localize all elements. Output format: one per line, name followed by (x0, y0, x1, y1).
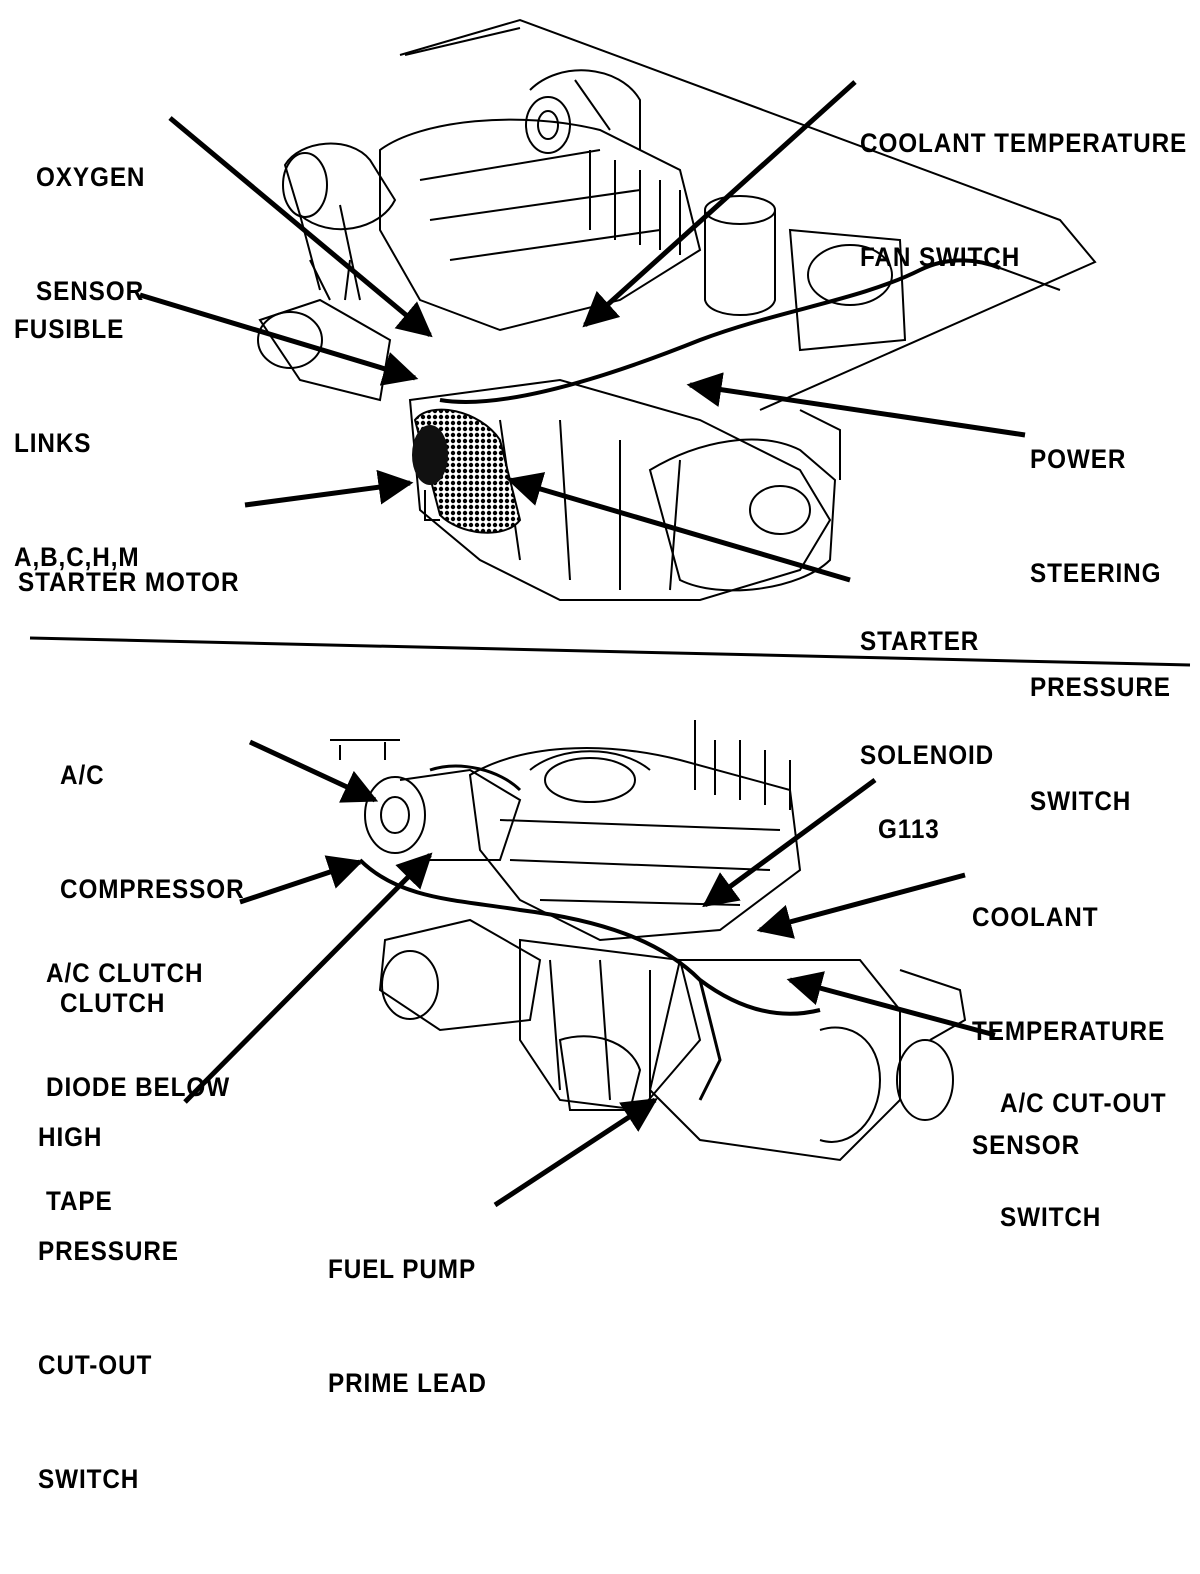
label-ac-clutch-diode: A/C CLUTCH DIODE BELOW TAPE (46, 878, 230, 1296)
label-line: COOLANT (972, 902, 1099, 932)
label-line: OXYGEN (36, 162, 146, 192)
label-line: LINKS (14, 428, 92, 458)
label-fuel-pump-prime-lead: FUEL PUMP PRIME LEAD (328, 1174, 487, 1478)
label-line: TEMPERATURE (972, 1016, 1166, 1046)
label-line: FUSIBLE (14, 314, 125, 344)
label-line: TAPE (46, 1186, 113, 1216)
label-line: CUT-OUT (38, 1350, 153, 1380)
label-line: COMPRESSOR (60, 874, 245, 904)
label-ac-cut-out-switch: A/C CUT-OUT SWITCH (1000, 1008, 1166, 1312)
label-line: A/C (60, 760, 105, 790)
label-line: SWITCH (1030, 786, 1132, 816)
bottom-leader-lines (183, 739, 996, 1208)
label-fusible-links: FUSIBLE LINKS A,B,C,H,M (14, 234, 140, 652)
label-g113: G113 (878, 734, 940, 924)
label-ac-compressor-clutch: A/C COMPRESSOR CLUTCH (60, 680, 245, 1098)
label-line: CLUTCH (60, 988, 166, 1018)
label-line: DIODE BELOW (46, 1072, 231, 1102)
label-line: A/C CUT-OUT (1000, 1088, 1167, 1118)
label-high-pressure-cut-out-switch: HIGH PRESSURE CUT-OUT SWITCH (38, 1042, 179, 1574)
label-oxygen-sensor: OXYGEN SENSOR (36, 82, 145, 386)
label-line: SENSOR (972, 1130, 1081, 1160)
label-line: G113 (878, 814, 940, 844)
label-coolant-temperature-sensor: COOLANT TEMPERATURE SENSOR (972, 822, 1165, 1240)
label-line: STEERING (1030, 558, 1162, 588)
label-starter-motor: STARTER MOTOR (18, 487, 239, 677)
label-line: SWITCH (38, 1464, 140, 1494)
label-line: SWITCH (1000, 1202, 1102, 1232)
label-line: SOLENOID (860, 740, 995, 770)
starter-motor-shape (412, 408, 522, 534)
top-leader-lines (139, 80, 1026, 583)
label-line: FUEL PUMP (328, 1254, 477, 1284)
label-line: HIGH (38, 1122, 103, 1152)
label-line: SENSOR (36, 276, 145, 306)
label-line: COOLANT TEMPERATURE (860, 128, 1188, 158)
label-coolant-temperature-fan-switch: COOLANT TEMPERATURE FAN SWITCH (860, 48, 1187, 352)
panel-divider (29, 636, 1191, 667)
label-line: FAN SWITCH (860, 242, 1021, 272)
label-line: PRIME LEAD (328, 1368, 487, 1398)
label-line: PRESSURE (38, 1236, 179, 1266)
label-line: PRESSURE (1030, 672, 1171, 702)
engine-line-art (29, 18, 1191, 1208)
label-line: STARTER MOTOR (18, 567, 240, 597)
label-power-steering-pressure-switch: POWER STEERING PRESSURE SWITCH (1030, 364, 1171, 896)
label-starter-solenoid: STARTER SOLENOID (860, 546, 994, 850)
label-line: STARTER (860, 626, 980, 656)
bottom-engine-drawing (330, 720, 967, 1162)
engine-component-locator-diagram: OXYGEN SENSOR COOLANT TEMPERATURE FAN SW… (14, 18, 1191, 1494)
label-line: POWER (1030, 444, 1127, 474)
label-line: A,B,C,H,M (14, 542, 140, 572)
label-line: A/C CLUTCH (46, 958, 204, 988)
